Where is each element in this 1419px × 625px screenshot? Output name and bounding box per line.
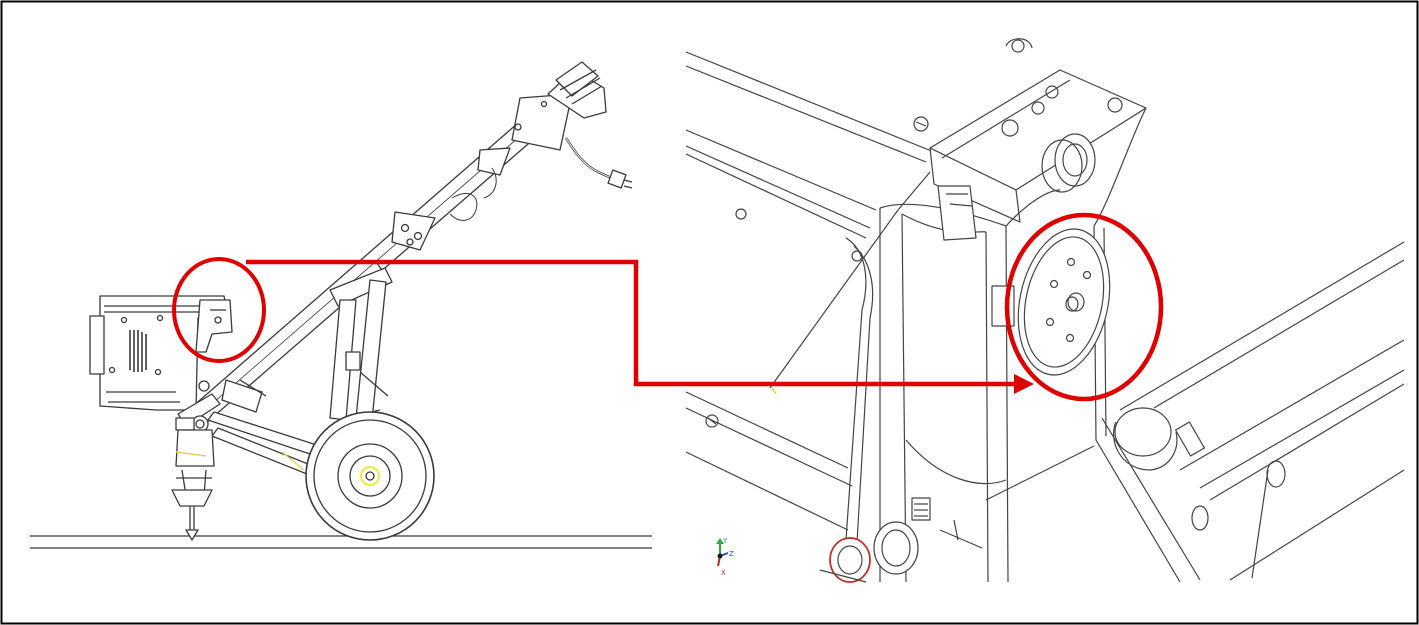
cross-tube xyxy=(1095,241,1405,583)
boom-cable-2 xyxy=(483,167,497,199)
handle-grip xyxy=(547,61,607,119)
machine-side-view xyxy=(30,61,652,549)
handle-boom xyxy=(183,75,589,431)
lower-fittings xyxy=(819,497,983,583)
axis-x-label: X xyxy=(721,569,726,577)
mount-plate-callout-circle xyxy=(1004,212,1164,402)
axis-z-label: Z xyxy=(729,550,734,558)
wheel-hub-highlight xyxy=(360,466,380,486)
side-panel xyxy=(685,51,935,561)
probe-assembly xyxy=(171,417,215,541)
seal-ring xyxy=(829,537,871,583)
wheel-struts xyxy=(207,411,327,477)
round-boss xyxy=(1041,133,1096,193)
mount-area-callout-circle xyxy=(172,257,266,363)
boom-cable xyxy=(449,193,478,221)
plate-edge-2 xyxy=(897,171,931,211)
wheel xyxy=(305,411,435,541)
axis-y-label: Y xyxy=(722,537,728,545)
top-bracket xyxy=(913,38,1147,223)
plate-edge xyxy=(769,209,899,389)
power-cord xyxy=(565,137,633,189)
callout-leader-arrow xyxy=(246,259,1034,394)
arrowhead xyxy=(1014,374,1034,394)
mount-plate xyxy=(1017,228,1111,376)
axis-triad: Y Z X xyxy=(716,537,734,577)
vertical-column xyxy=(879,185,1095,583)
motor-housing xyxy=(89,295,233,411)
mount-detail-view xyxy=(685,38,1405,583)
